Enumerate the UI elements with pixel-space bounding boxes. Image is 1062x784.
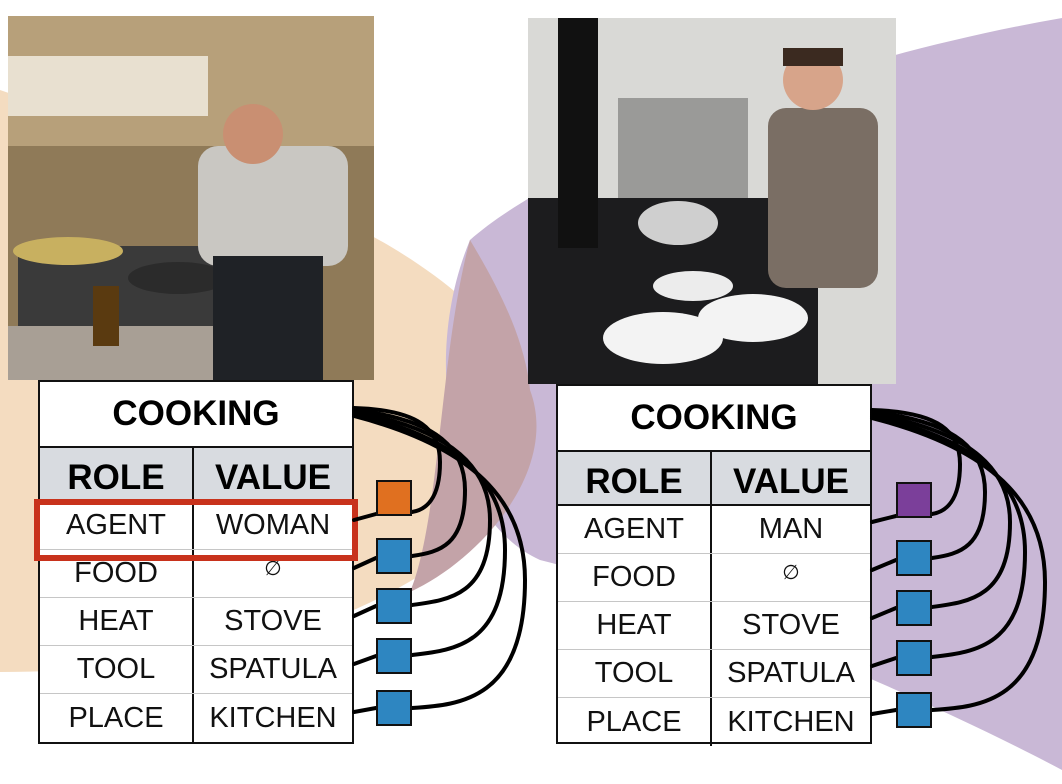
right-heat-embedding bbox=[896, 590, 932, 626]
agent-error-highlight bbox=[34, 499, 358, 561]
right-row-agent: AGENT MAN bbox=[558, 506, 870, 554]
left-row-agent: AGENT WOMAN bbox=[40, 502, 352, 550]
right-value-cell: STOVE bbox=[742, 609, 840, 641]
right-row-heat: HEAT STOVE bbox=[558, 602, 870, 650]
left-row-tool: TOOL SPATULA bbox=[40, 646, 352, 694]
right-row-place: PLACE KITCHEN bbox=[558, 698, 870, 746]
left-frame-verb: COOKING bbox=[40, 382, 352, 448]
left-tool-embedding bbox=[376, 638, 412, 674]
cooking-photo-right bbox=[528, 18, 896, 384]
left-role-header: ROLE bbox=[40, 448, 194, 500]
left-value-cell: SPATULA bbox=[209, 653, 337, 685]
right-role-header: ROLE bbox=[558, 452, 712, 504]
right-value-header: VALUE bbox=[732, 462, 850, 501]
left-value-cell: ∅ bbox=[264, 558, 282, 580]
right-role-cell: PLACE bbox=[558, 698, 712, 746]
right-row-food: FOOD ∅ bbox=[558, 554, 870, 602]
right-value-cell: MAN bbox=[758, 513, 824, 545]
right-role-cell: FOOD bbox=[558, 554, 712, 601]
right-place-embedding bbox=[896, 692, 932, 728]
left-agent-embedding bbox=[376, 480, 412, 516]
left-food-embedding bbox=[376, 538, 412, 574]
left-role-cell: HEAT bbox=[40, 598, 194, 645]
right-value-cell: SPATULA bbox=[727, 657, 855, 689]
left-row-food: FOOD ∅ bbox=[40, 550, 352, 598]
left-value-cell: STOVE bbox=[224, 605, 322, 637]
left-row-place: PLACE KITCHEN bbox=[40, 694, 352, 742]
cooking-photo-left bbox=[8, 16, 374, 380]
left-frame-header: ROLE VALUE bbox=[40, 448, 352, 502]
left-row-heat: HEAT STOVE bbox=[40, 598, 352, 646]
left-frame-table: COOKING ROLE VALUE AGENT WOMAN FOOD ∅ HE… bbox=[38, 380, 354, 744]
right-row-tool: TOOL SPATULA bbox=[558, 650, 870, 698]
right-agent-embedding bbox=[896, 482, 932, 518]
right-value-cell: ∅ bbox=[782, 562, 800, 584]
right-role-cell: TOOL bbox=[558, 650, 712, 697]
left-role-cell: TOOL bbox=[40, 646, 194, 693]
left-role-cell: AGENT bbox=[40, 502, 194, 549]
right-frame-verb: COOKING bbox=[558, 386, 870, 452]
right-frame-header: ROLE VALUE bbox=[558, 452, 870, 506]
left-role-cell: PLACE bbox=[40, 694, 194, 742]
right-frame-table: COOKING ROLE VALUE AGENT MAN FOOD ∅ HEAT… bbox=[556, 384, 872, 746]
left-heat-embedding bbox=[376, 588, 412, 624]
right-tool-embedding bbox=[896, 640, 932, 676]
left-value-header: VALUE bbox=[214, 458, 332, 497]
right-food-embedding bbox=[896, 540, 932, 576]
right-role-cell: HEAT bbox=[558, 602, 712, 649]
right-value-cell: KITCHEN bbox=[727, 705, 855, 738]
right-role-cell: AGENT bbox=[558, 506, 712, 553]
left-place-embedding bbox=[376, 690, 412, 726]
left-value-cell: KITCHEN bbox=[209, 701, 337, 734]
left-value-cell: WOMAN bbox=[215, 509, 331, 541]
left-role-cell: FOOD bbox=[40, 550, 194, 597]
